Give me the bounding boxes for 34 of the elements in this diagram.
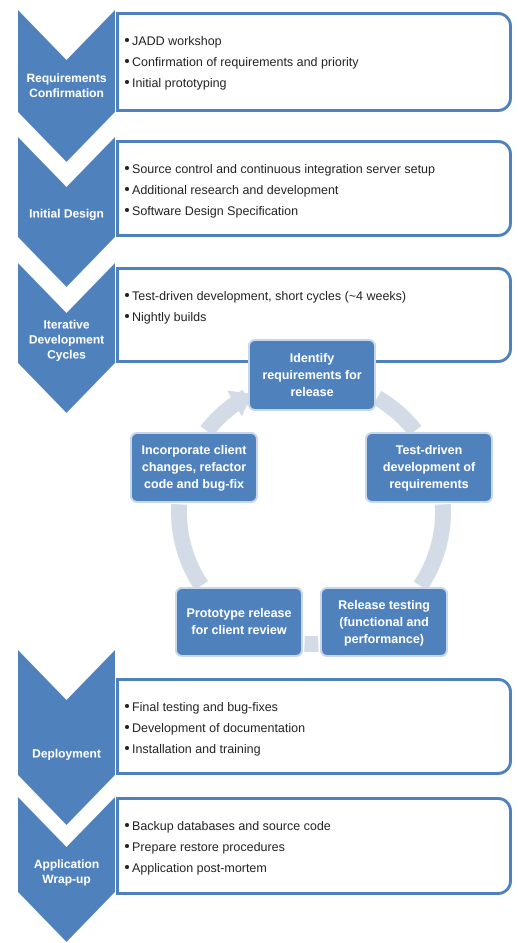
bullet-text: Confirmation of requirements and priority: [132, 54, 358, 71]
stage-banner: [18, 10, 115, 162]
stage-label: Application Wrap-up: [32, 856, 100, 886]
stage-label: Iterative Development Cycles: [28, 318, 106, 362]
bullet-text: Software Design Specification: [132, 203, 298, 220]
stage-label: Requirements Confirmation: [25, 71, 108, 101]
stage-banner: [18, 137, 115, 287]
bullet-text: Final testing and bug-fixes: [132, 699, 278, 716]
process-box: Test-driven development of requirements: [365, 432, 493, 503]
detail-panel: [116, 678, 512, 775]
bullet-text: Development of documentation: [132, 720, 306, 737]
detail-panel: [116, 267, 512, 363]
bullet-text: Application post-mortem: [132, 860, 267, 877]
process-box: Identify requirements for release: [248, 339, 376, 411]
detail-panel: [116, 12, 512, 112]
stage-banner: [18, 797, 115, 942]
stage-label: Initial Design: [28, 206, 105, 222]
bullet-text: Source control and continuous integration server setup: [132, 161, 435, 178]
bullet-text: Initial prototyping: [132, 75, 227, 92]
process-box: Release testing (functional and performance): [320, 587, 448, 657]
stage-banner: [18, 650, 115, 825]
process-box: Prototype release for client review: [175, 587, 303, 657]
stage-label: Deployment: [31, 746, 102, 762]
bullet-text: Installation and training: [132, 741, 261, 758]
detail-panel: [116, 140, 512, 237]
stage-banner: [18, 263, 115, 413]
bullet-text: Nightly builds: [132, 309, 206, 326]
process-box: Incorporate client changes, refactor code and bug-fix: [130, 432, 258, 503]
bullet-text: Test-driven development, short cycles (~4 weeks): [132, 288, 406, 305]
bullet-text: Additional research and development: [132, 182, 338, 199]
bullet-text: Backup databases and source code: [132, 818, 331, 835]
bullet-text: Prepare restore procedures: [132, 839, 285, 856]
bullet-text: JADD workshop: [132, 33, 222, 50]
detail-panel: [116, 797, 512, 895]
